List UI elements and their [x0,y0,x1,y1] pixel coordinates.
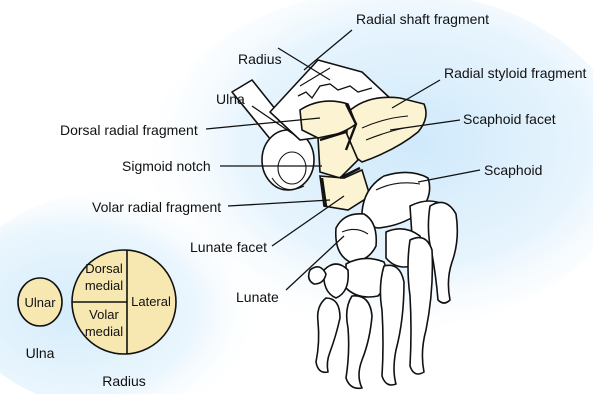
radius-caption: Radius [102,373,146,389]
label-ulna: Ulna [216,91,245,107]
metacarpal-5 [316,298,340,372]
ulnar-circle-label: Ulnar [24,295,56,310]
volar-medial-line2: medial [85,324,123,339]
lateral-label: Lateral [131,294,171,309]
label-lunate-facet: Lunate facet [190,239,267,255]
label-radius: Radius [238,51,282,67]
ulna-caption: Ulna [26,345,55,361]
label-scaphoid-facet: Scaphoid facet [463,111,556,127]
metacarpal-3 [380,265,404,385]
label-volar-radial-fragment: Volar radial fragment [92,199,221,215]
label-radial-shaft-fragment: Radial shaft fragment [356,11,489,27]
label-scaphoid: Scaphoid [484,162,542,178]
metacarpal-2 [408,238,432,374]
dorsal-medial-line2: medial [85,278,123,293]
volar-medial-line1: Volar [89,307,119,322]
label-radial-styloid-fragment: Radial styloid fragment [444,65,587,81]
metacarpal-4 [346,296,372,388]
label-sigmoid-notch: Sigmoid notch [122,158,211,174]
dorsal-medial-line1: Dorsal [85,261,123,276]
label-dorsal-radial-fragment: Dorsal radial fragment [60,122,198,138]
label-lunate: Lunate [236,289,279,305]
